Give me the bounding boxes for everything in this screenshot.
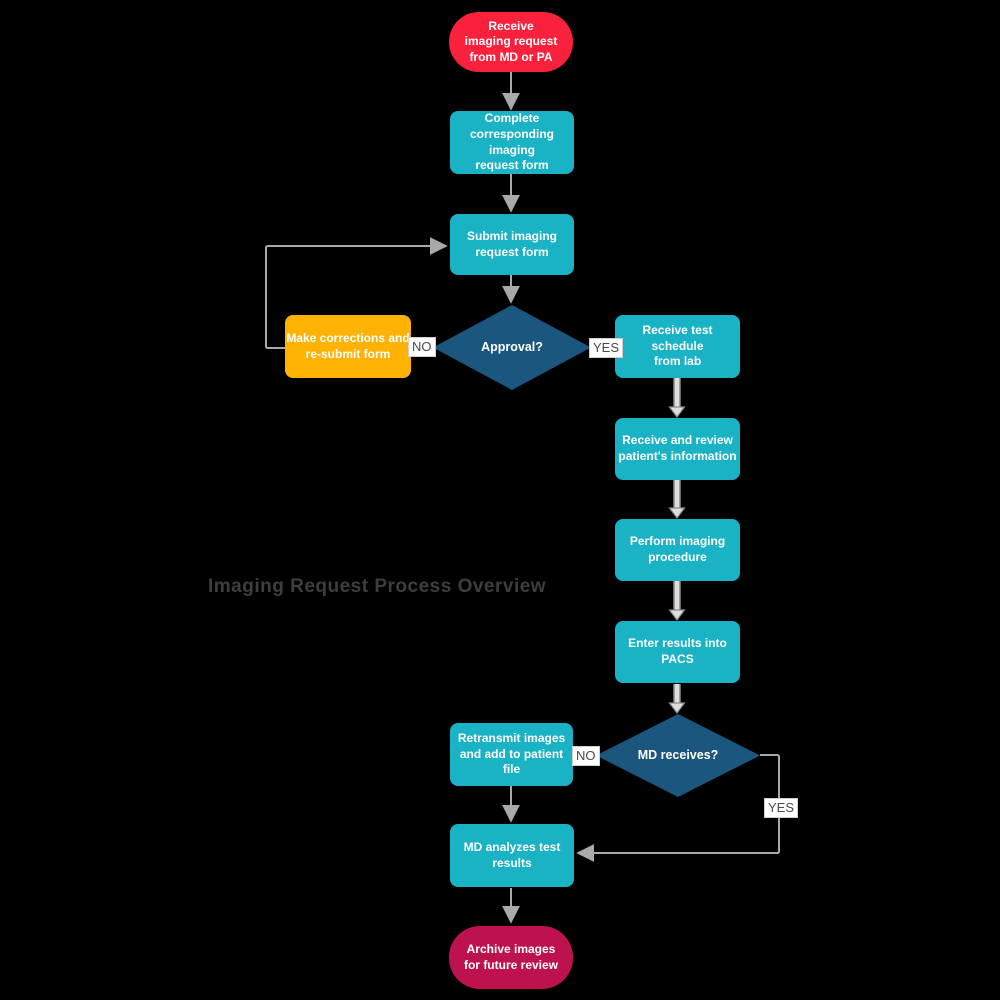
connector-corrections-loop-to-submit [265,237,448,349]
node-end: Archive images for future review [449,926,573,989]
node-complete-form: Complete corresponding imaging request f… [450,111,574,174]
node-start: Receive imaging request from MD or PA [449,12,573,72]
node-analyze-results: MD analyzes test results [450,824,574,887]
edge-label-approval-yes: YES [589,338,624,358]
node-review-info: Receive and review patient's information [615,418,740,480]
connector-schedule-to-review [668,378,686,418]
node-submit-form: Submit imaging request form [450,214,574,275]
node-make-corrections: Make corrections and re-submit form [285,315,411,378]
node-enter-results: Enter results into PACS [615,621,740,683]
connector-review-to-perform [668,480,686,519]
node-perform-procedure: Perform imaging procedure [615,519,740,581]
node-receive-schedule: Receive test schedule from lab [615,315,740,378]
edge-label-mdreceives-yes: YES [764,798,799,818]
edge-label-approval-no: NO [408,337,436,357]
node-retransmit: Retransmit images and add to patient fil… [450,723,573,786]
diagram-title: Imaging Request Process Overview [208,576,547,597]
connector-enter-to-mdreceives [668,684,686,714]
connector-perform-to-enter [668,581,686,621]
edge-label-mdreceives-no: NO [572,746,600,766]
